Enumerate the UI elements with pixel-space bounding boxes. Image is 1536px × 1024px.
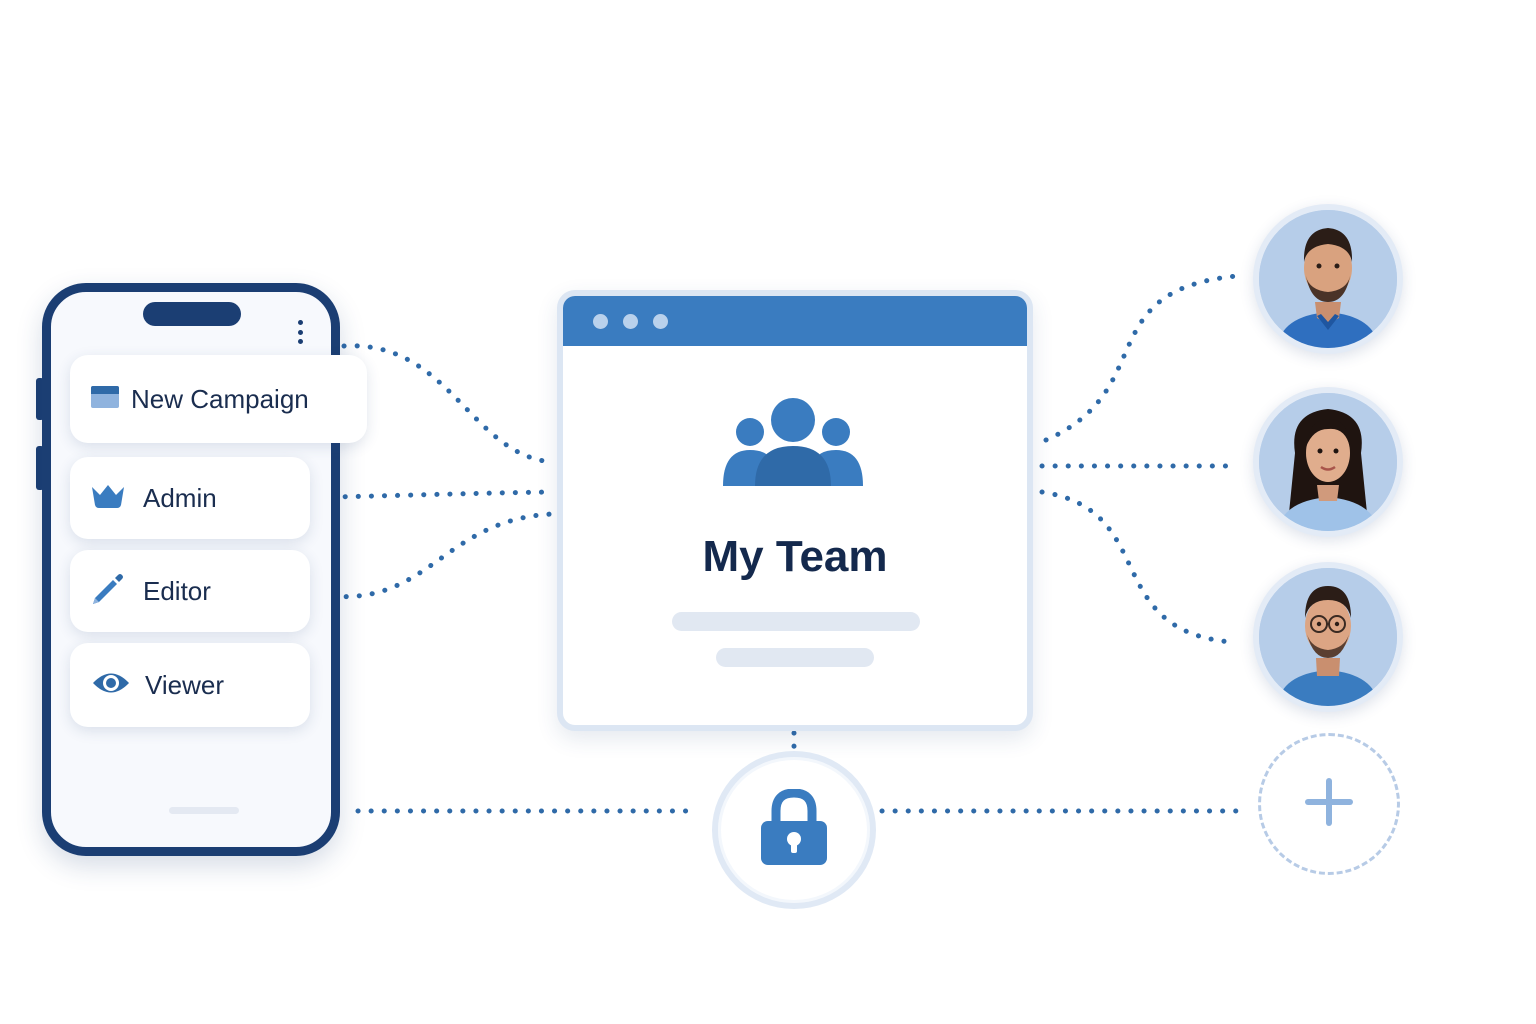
card-icon <box>91 385 119 413</box>
menu-item-admin[interactable]: Admin <box>70 457 310 539</box>
connector-member-1 <box>1043 273 1240 443</box>
team-member-avatar[interactable] <box>1253 204 1403 354</box>
menu-item-label: Editor <box>143 575 211 606</box>
placeholder-line <box>672 612 920 631</box>
connector-member-3 <box>1039 489 1234 645</box>
eye-icon <box>91 670 131 701</box>
window-title-bar <box>563 296 1027 346</box>
phone-notch <box>143 302 241 326</box>
lock-badge <box>712 751 876 909</box>
window-control-dot <box>653 314 668 329</box>
placeholder-line <box>716 648 874 667</box>
window-control-dot <box>623 314 638 329</box>
menu-item-new-campaign[interactable]: New Campaign <box>70 355 367 443</box>
team-member-avatar[interactable] <box>1253 562 1403 712</box>
menu-item-label: Admin <box>143 482 217 513</box>
pencil-icon <box>91 572 125 611</box>
window-control-dot <box>593 314 608 329</box>
crown-icon <box>91 483 125 514</box>
add-member-button[interactable] <box>1258 733 1400 875</box>
team-icon <box>723 398 863 495</box>
connector-new-campaign <box>341 343 555 465</box>
menu-item-label: Viewer <box>145 669 225 700</box>
plus-icon <box>1304 777 1354 832</box>
phone-side-button <box>36 446 44 490</box>
phone-side-button <box>36 378 44 420</box>
lock-icon <box>759 787 829 872</box>
phone-home-indicator <box>169 807 239 814</box>
avatar-man-beard-icon <box>1259 210 1397 348</box>
team-member-avatar[interactable] <box>1253 387 1403 537</box>
more-options-icon[interactable] <box>296 320 304 344</box>
avatar-woman-icon <box>1259 393 1397 531</box>
avatar-man-glasses-icon <box>1259 568 1397 706</box>
team-window[interactable]: My Team <box>557 290 1033 731</box>
menu-item-label: New Campaign <box>131 383 309 414</box>
menu-item-viewer[interactable]: Viewer <box>70 643 310 727</box>
connector-editor <box>317 511 555 600</box>
menu-item-editor[interactable]: Editor <box>70 550 310 632</box>
connector-admin <box>329 489 555 500</box>
window-title: My Team <box>702 532 888 581</box>
